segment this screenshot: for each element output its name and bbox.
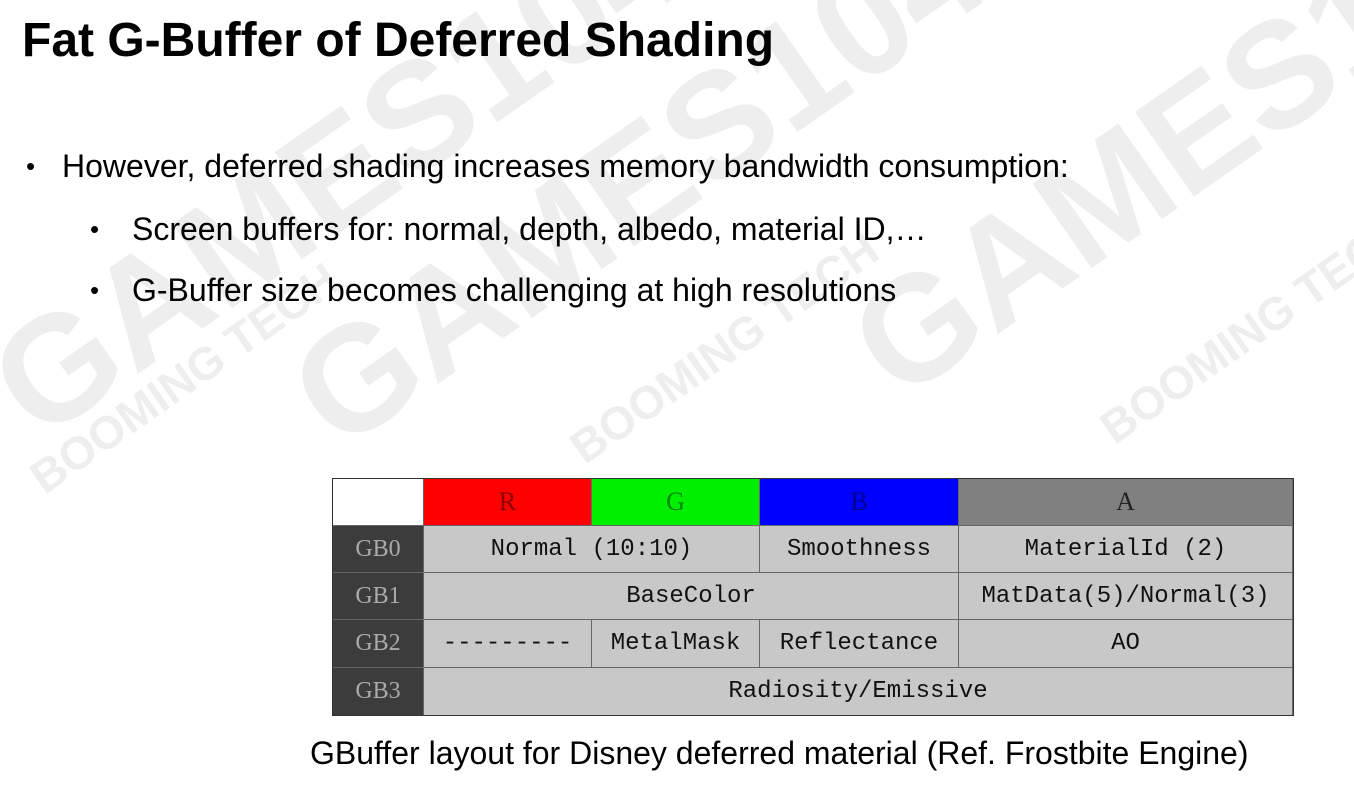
bullet-glyph: • — [90, 275, 100, 305]
bullet-text: Screen buffers for: normal, depth, albed… — [132, 211, 927, 247]
sub-bullet-item: • G-Buffer size becomes challenging at h… — [90, 270, 897, 310]
bullet-glyph: • — [26, 151, 36, 181]
row-header-gb1: GB1 — [333, 573, 424, 620]
gb1-basecolor-cell: BaseColor — [424, 573, 959, 620]
gb2-ao-cell: AO — [959, 620, 1293, 668]
column-header-a: A — [959, 479, 1293, 526]
watermark-booming-tech: BOOMING TECH — [1090, 202, 1354, 454]
row-header-gb3: GB3 — [333, 668, 424, 715]
bullet-text: G-Buffer size becomes challenging at hig… — [132, 272, 897, 308]
bullet-text: However, deferred shading increases memo… — [62, 148, 1069, 184]
bullet-glyph: • — [90, 214, 100, 244]
gb1-matdata-cell: MatData(5)/Normal(3) — [959, 573, 1293, 620]
gb3-radiosity-cell: Radiosity/Emissive — [424, 668, 1293, 715]
watermark-booming-tech: BOOMING TECH — [560, 222, 888, 474]
slide-title: Fat G-Buffer of Deferred Shading — [22, 14, 775, 67]
gb0-smoothness-cell: Smoothness — [760, 526, 959, 573]
row-header-gb2: GB2 — [333, 620, 424, 668]
gb2-reflectance-cell: Reflectance — [760, 620, 959, 668]
gb0-materialid-cell: MaterialId (2) — [959, 526, 1293, 573]
column-header-g: G — [592, 479, 760, 526]
column-header-r: R — [424, 479, 592, 526]
sub-bullet-item: • Screen buffers for: normal, depth, alb… — [90, 209, 927, 249]
column-header-b: B — [760, 479, 959, 526]
table-caption: GBuffer layout for Disney deferred mater… — [310, 735, 1249, 771]
gbuffer-layout-table: R G B A GB0 Normal (10:10) Smoothness Ma… — [332, 478, 1294, 716]
row-header-gb0: GB0 — [333, 526, 424, 573]
gb2-metalmask-cell: MetalMask — [592, 620, 760, 668]
gb2-unused-cell: --------- — [424, 620, 592, 668]
gb0-normal-cell: Normal (10:10) — [424, 526, 760, 573]
bullet-item: • However, deferred shading increases me… — [26, 146, 1069, 186]
table-corner-cell — [333, 479, 424, 526]
